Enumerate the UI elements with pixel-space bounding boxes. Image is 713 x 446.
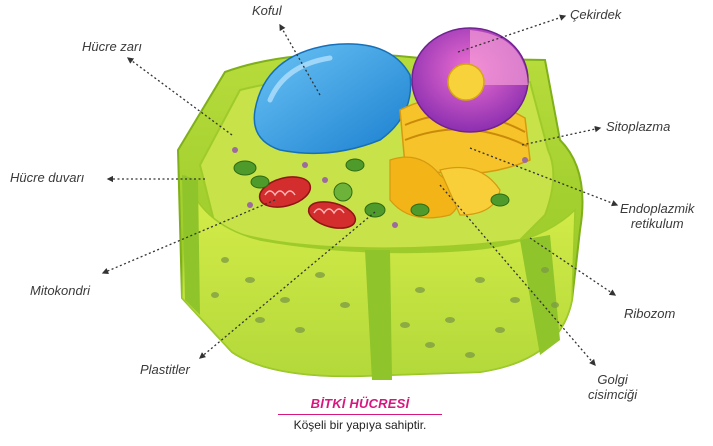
caption-divider [278,414,442,415]
caption-title: BİTKİ HÜCRESİ [270,396,450,411]
label-plastitler: Plastitler [140,363,190,378]
nucleolus [448,64,484,100]
label-ribozom: Ribozom [624,307,675,322]
label-mitokondri: Mitokondri [30,284,90,299]
label-cekirdek: Çekirdek [570,8,621,23]
nucleus [412,28,528,132]
label-golgi-line1: Golgi [588,373,637,388]
caption: BİTKİ HÜCRESİ Köşeli bir yapıya sahiptir… [270,396,450,432]
caption-subtitle: Köşeli bir yapıya sahiptir. [270,418,450,432]
label-endoplazmik-line1: Endoplazmik [620,202,694,217]
label-golgi-cisimcigi: Golgi cisimciği [588,373,637,403]
label-hucre-zari: Hücre zarı [82,40,142,55]
label-endoplazmik-retikulum: Endoplazmik retikulum [620,202,694,232]
label-hucre-duvari: Hücre duvarı [10,171,84,186]
label-golgi-line2: cisimciği [588,388,637,403]
label-endoplazmik-line2: retikulum [620,217,694,232]
label-koful: Koful [252,4,282,19]
label-sitoplazma: Sitoplazma [606,120,670,135]
